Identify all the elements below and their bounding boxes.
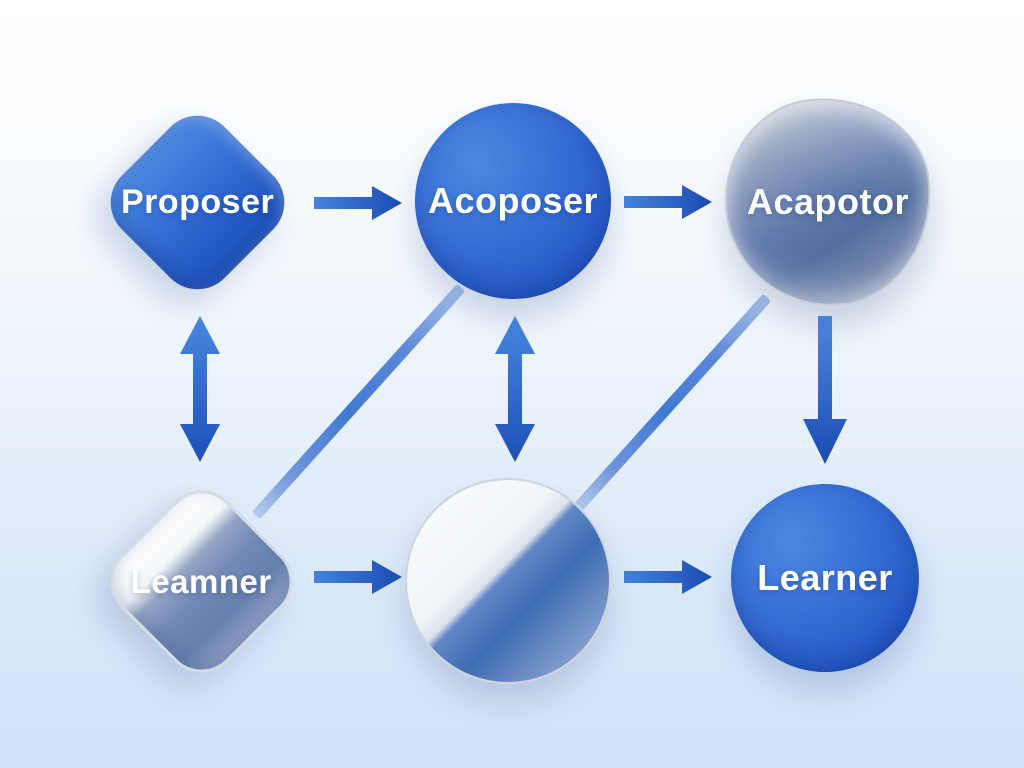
node-proposer: Proposer bbox=[94, 99, 301, 306]
node-learner-label: Learner bbox=[757, 557, 893, 598]
diagonal-connector-acoposer-leamner bbox=[251, 283, 466, 520]
diagonal-connector-acapotor-middle bbox=[573, 293, 772, 512]
node-acapotor: Acapotor bbox=[717, 91, 939, 313]
node-middle-bottom bbox=[405, 478, 611, 684]
node-leamner: Leamner bbox=[94, 474, 309, 689]
node-proposer-label: Proposer bbox=[120, 183, 275, 222]
node-acoposer: Acoposer bbox=[415, 103, 611, 299]
node-leamner-label: Leamner bbox=[130, 562, 273, 600]
arrow-double-vertical-icon-acoposer-middle bbox=[495, 316, 535, 462]
node-acoposer-label: Acoposer bbox=[427, 180, 599, 221]
arrow-right-icon-acoposer-acapotor bbox=[624, 185, 712, 219]
arrow-double-vertical-icon-proposer-leamner bbox=[180, 316, 220, 462]
arrow-right-icon-middle-learner bbox=[624, 560, 712, 594]
arrow-right-icon-leamner-middle bbox=[314, 560, 402, 594]
arrow-down-icon-acapotor-learner bbox=[803, 316, 847, 464]
node-acapotor-label: Acapotor bbox=[746, 181, 909, 223]
arrow-right-icon-proposer-acoposer bbox=[314, 186, 402, 220]
node-learner: Learner bbox=[731, 484, 919, 672]
